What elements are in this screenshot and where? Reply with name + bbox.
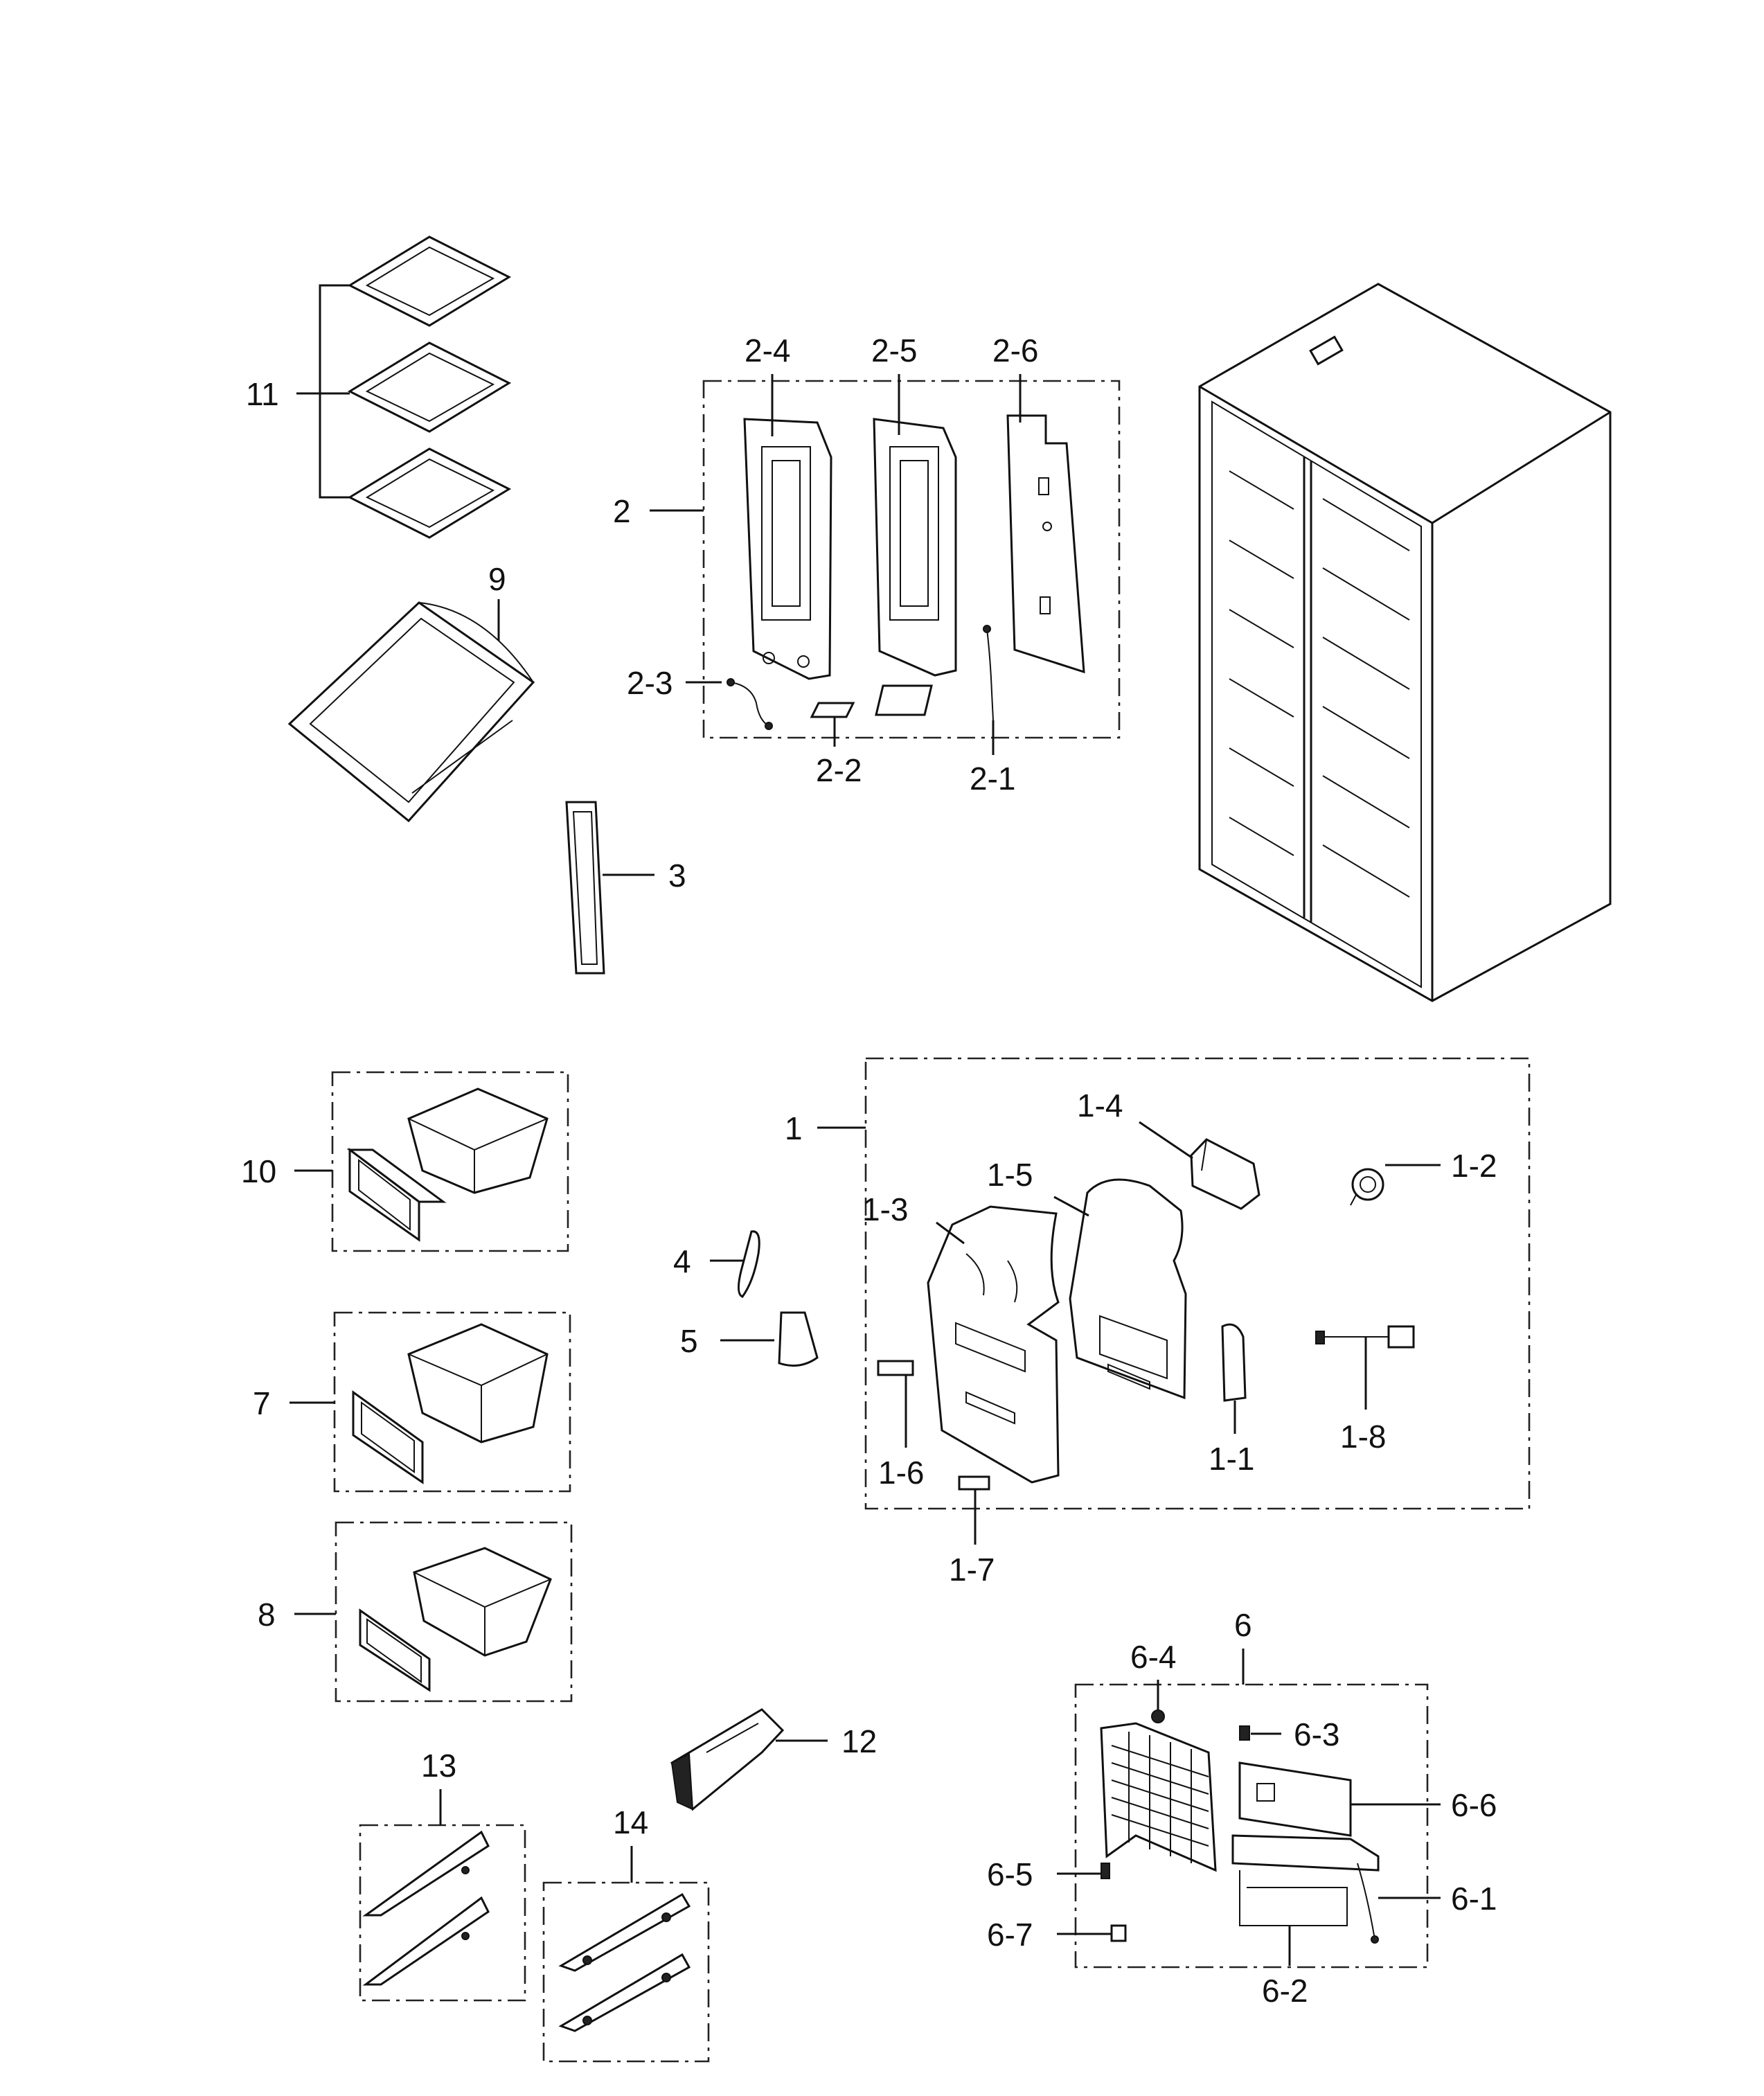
label-12: 12 (841, 1723, 877, 1759)
part-2-1-wire (983, 625, 994, 721)
part-9-shelf: 9 (287, 561, 535, 823)
label-4: 4 (673, 1243, 691, 1279)
part-5-cup: 5 (680, 1311, 819, 1367)
part-14-rail-top (558, 1892, 691, 1972)
group-box-10 (331, 1071, 569, 1252)
part-11-shelves: 11 (246, 236, 512, 539)
label-1-1: 1-1 (1209, 1441, 1254, 1477)
group-box-6 (1074, 1683, 1429, 1969)
part-6-5-clip (1101, 1863, 1110, 1879)
part-12-ice-maker: 12 (670, 1708, 877, 1811)
label-6-1: 6-1 (1451, 1881, 1497, 1917)
part-1-6-tag (877, 1360, 914, 1376)
cabinet-inner-rails (1229, 470, 1410, 898)
part-7-front (352, 1390, 424, 1484)
label-1-8: 1-8 (1340, 1419, 1386, 1455)
part-1-3-panel (927, 1205, 1060, 1484)
label-13: 13 (421, 1748, 456, 1784)
part-6-3-sensor (1239, 1725, 1250, 1741)
shelf-top (347, 236, 512, 327)
label-6: 6 (1234, 1607, 1252, 1643)
label-3: 3 (668, 858, 686, 894)
label-6-6: 6-6 (1451, 1787, 1497, 1823)
label-2-4: 2-4 (745, 332, 790, 368)
label-1-6: 1-6 (878, 1455, 924, 1491)
part-2-5-panel (873, 418, 957, 716)
group-box-1 (864, 1057, 1531, 1510)
refrigerator-cabinet (1198, 283, 1612, 1002)
label-1-7: 1-7 (949, 1552, 995, 1588)
part-3-cover: 3 (565, 801, 686, 975)
label-2-3: 2-3 (627, 665, 672, 701)
label-1-4: 1-4 (1077, 1087, 1123, 1124)
part-1-group: 1 1-4 1-2 1-5 (785, 1057, 1531, 1588)
label-2-6: 2-6 (992, 332, 1038, 368)
part-8-front (359, 1608, 431, 1692)
leader-11-bracket (319, 284, 350, 499)
label-2-1: 2-1 (970, 761, 1015, 797)
part-1-2-motor (1350, 1168, 1384, 1206)
part-2-6-panel (1006, 414, 1085, 674)
group-box-8 (335, 1521, 573, 1703)
part-6-1-wire (1357, 1863, 1379, 1944)
part-1-7-tag (958, 1475, 990, 1491)
part-13-group: 13 (359, 1748, 526, 2002)
part-2-4-panel (743, 418, 832, 680)
label-6-3: 6-3 (1294, 1716, 1339, 1752)
leader-1-5 (1053, 1196, 1089, 1217)
part-4-cap: 4 (673, 1230, 760, 1298)
label-2-2: 2-2 (816, 752, 862, 788)
shelf-bottom (347, 447, 512, 539)
label-6-5: 6-5 (987, 1856, 1033, 1892)
part-2-group: 2 2-4 2-5 2-6 (613, 332, 1121, 797)
part-6-6-cover (1231, 1761, 1380, 1872)
label-6-7: 6-7 (987, 1917, 1033, 1953)
group-box-2 (702, 380, 1121, 739)
label-9: 9 (488, 561, 506, 597)
part-2-2-tag (810, 702, 855, 718)
part-1-8-harness (1315, 1325, 1415, 1349)
group-box-14 (542, 1881, 710, 2063)
part-1-4-duct (1190, 1138, 1260, 1210)
part-7-group: 7 (253, 1311, 571, 1493)
label-8: 8 (258, 1597, 276, 1633)
part-7-bin (407, 1323, 549, 1444)
label-11: 11 (246, 376, 279, 412)
leader-1-3 (936, 1221, 965, 1245)
part-13-rail-top (362, 1830, 490, 1917)
part-10-group: 10 (241, 1071, 569, 1252)
label-6-4: 6-4 (1130, 1639, 1176, 1675)
part-14-group: 14 (542, 1804, 710, 2063)
label-1-5: 1-5 (987, 1157, 1033, 1193)
part-1-1-bracket (1221, 1323, 1247, 1402)
part-8-bin (413, 1547, 552, 1657)
group-box-13 (359, 1824, 526, 2002)
part-6-7-clip (1110, 1924, 1127, 1942)
label-10: 10 (241, 1153, 276, 1189)
part-10-bin (407, 1087, 549, 1194)
part-6-2-heater (1239, 1870, 1348, 1926)
part-10-front (346, 1148, 447, 1242)
label-5: 5 (680, 1323, 698, 1359)
shelf-middle (347, 341, 512, 433)
part-13-rail-bottom (362, 1896, 490, 1986)
part-1-5-cover (1069, 1178, 1187, 1400)
part-2-3-wire (727, 678, 773, 730)
label-2: 2 (613, 493, 631, 529)
label-1: 1 (785, 1110, 803, 1146)
leader-1-4 (1139, 1121, 1193, 1160)
part-6-evaporator (1100, 1722, 1217, 1872)
label-6-2: 6-2 (1262, 1973, 1308, 2009)
label-14: 14 (613, 1804, 648, 1840)
part-6-4-clip (1151, 1709, 1165, 1723)
label-7: 7 (253, 1385, 271, 1421)
label-2-5: 2-5 (871, 332, 917, 368)
part-14-rail-bottom (558, 1953, 691, 2032)
part-6-group: 6 6-4 6-3 (987, 1607, 1497, 2009)
label-1-3: 1-3 (862, 1191, 908, 1227)
label-1-2: 1-2 (1451, 1148, 1497, 1184)
part-8-group: 8 (258, 1521, 573, 1703)
